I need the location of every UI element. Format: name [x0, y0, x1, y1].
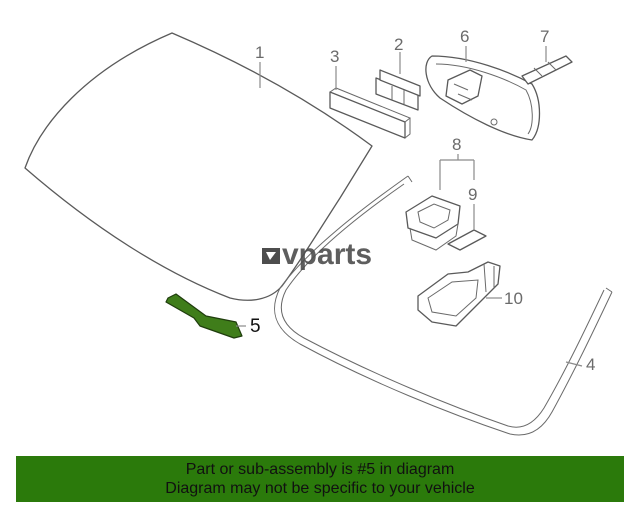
- windshield-moulding: [274, 175, 613, 436]
- parts-diagram: 1 2 3 4 5 6 7 8 9 10 vparts: [24, 27, 613, 436]
- leader-lines: [236, 46, 583, 367]
- callout-6: 6: [460, 27, 469, 46]
- callout-10: 10: [504, 289, 523, 308]
- footer-line-1: Part or sub-assembly is #5 in diagram: [185, 461, 455, 478]
- mount-clip: [375, 69, 421, 111]
- sensor-cover: [417, 261, 501, 327]
- callout-2: 2: [394, 35, 403, 54]
- callout-9: 9: [468, 185, 477, 204]
- callout-8: 8: [452, 135, 461, 154]
- sensor-housing: [405, 195, 461, 251]
- watermark-logo: vparts: [262, 238, 372, 271]
- sensor-pad: [447, 229, 487, 251]
- rear-view-mirror: [425, 55, 541, 141]
- callout-5: 5: [250, 316, 261, 337]
- callout-labels: 1 2 3 4 5 6 7 8 9 10: [250, 27, 595, 374]
- highlighted-trim-piece: [165, 293, 243, 339]
- windshield-glass: [24, 32, 373, 301]
- callout-7: 7: [540, 27, 549, 46]
- footer-banner: Part or sub-assembly is #5 in diagram Di…: [16, 456, 624, 502]
- footer-line-2: Diagram may not be specific to your vehi…: [165, 480, 475, 497]
- watermark-text: vparts: [282, 238, 372, 271]
- callout-4: 4: [586, 355, 595, 374]
- small-clip: [521, 55, 573, 85]
- callout-3: 3: [330, 47, 339, 66]
- bracket-strip: [329, 87, 411, 139]
- callout-1: 1: [255, 43, 264, 62]
